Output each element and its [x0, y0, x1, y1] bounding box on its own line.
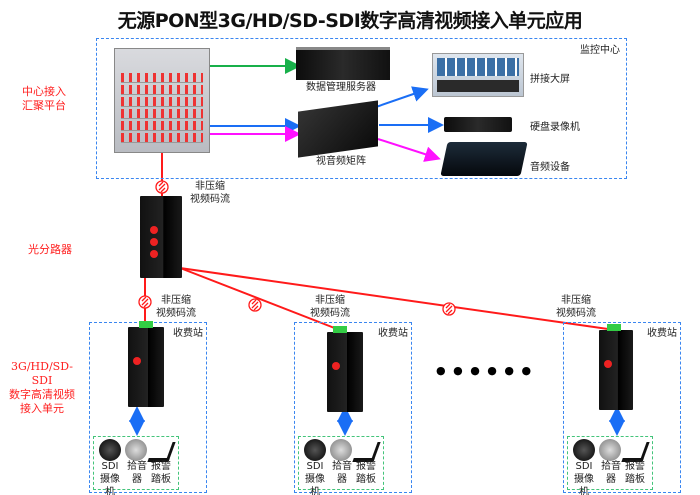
fiber-icon — [155, 180, 169, 194]
sdi-camera-icon — [99, 439, 121, 461]
monitoring-center-label: 监控中心 — [580, 45, 620, 56]
label-line: 非压缩 — [161, 295, 191, 306]
station-label: 收费站 — [173, 328, 203, 339]
sdi-access-unit — [128, 321, 164, 407]
data-server — [296, 47, 390, 80]
endpoint-group — [93, 436, 179, 490]
access-unit-label: 3G/HD/SD-SDI 数字高清视频 接入单元 — [4, 360, 80, 416]
device-label: 报警踏板 — [356, 461, 376, 485]
fiber-icon — [138, 295, 152, 309]
label-line: 接入单元 — [20, 402, 64, 415]
device-label: 报警踏板 — [625, 461, 645, 485]
server-label: 数据管理服务器 — [306, 82, 376, 93]
audio-console — [440, 142, 528, 176]
fiber-branch-3 — [179, 267, 616, 331]
matrix-label: 视音频矩阵 — [316, 156, 366, 167]
microphone-icon — [125, 439, 147, 461]
stream-label: 非压缩视频码流 — [556, 294, 596, 320]
station-area — [294, 322, 412, 493]
label-line: 非压缩 — [315, 295, 345, 306]
label-line: 汇聚平台 — [22, 99, 66, 112]
splitter-label: 光分路器 — [28, 243, 72, 256]
sdi-access-unit — [327, 326, 363, 412]
sdi-camera-icon — [304, 439, 326, 461]
aggregation-rack — [114, 48, 210, 153]
monitoring-center-area — [96, 38, 627, 179]
fiber-icon — [442, 302, 456, 316]
station-label: 收费站 — [647, 328, 677, 339]
optical-splitter — [140, 196, 182, 278]
label-line: 非压缩 — [561, 295, 591, 306]
stream-label: 非压缩 视频码流 — [190, 180, 230, 206]
audio-device-link — [377, 138, 441, 162]
label-line: 数字高清视频 — [9, 388, 75, 401]
device-label: 拾音器 — [601, 461, 621, 485]
center-platform-label: 中心接入 汇聚平台 — [14, 85, 74, 113]
stream-label: 非压缩视频码流 — [310, 294, 350, 320]
label-line: 视频码流 — [556, 308, 596, 319]
device-label: 拾音器 — [332, 461, 352, 485]
sdi-access-unit — [599, 324, 633, 410]
endpoint-group — [567, 436, 653, 490]
station-label: 收费站 — [378, 328, 408, 339]
endpoint-group — [298, 436, 384, 490]
label-line: 中心接入 — [22, 85, 66, 98]
microphone-icon — [599, 439, 621, 461]
label-line: 视频码流 — [310, 308, 350, 319]
fiber-branch-2 — [174, 265, 338, 330]
stream-label: 非压缩视频码流 — [156, 294, 196, 320]
station-area — [563, 322, 681, 493]
video-wall-link — [372, 86, 429, 109]
dvr — [444, 117, 512, 132]
video-wall — [432, 53, 524, 97]
label-line: 非压缩 — [195, 181, 225, 192]
label-line: 3G/HD/SD-SDI — [11, 360, 73, 387]
label-line: 视频码流 — [190, 194, 230, 205]
audio-label: 音频设备 — [530, 162, 570, 173]
device-label: 拾音器 — [127, 461, 147, 485]
device-label: 报警踏板 — [151, 461, 171, 485]
more-stations-ellipsis: ● ● ● ● ● ● — [436, 364, 534, 377]
dvr-label: 硬盘录像机 — [530, 122, 580, 133]
microphone-icon — [330, 439, 352, 461]
sdi-camera-icon — [573, 439, 595, 461]
diagram-title: 无源PON型3G/HD/SD-SDI数字高清视频接入单元应用 — [117, 10, 583, 32]
fiber-icon — [248, 298, 262, 312]
video-wall-label: 拼接大屏 — [530, 74, 570, 85]
label-line: 视频码流 — [156, 308, 196, 319]
